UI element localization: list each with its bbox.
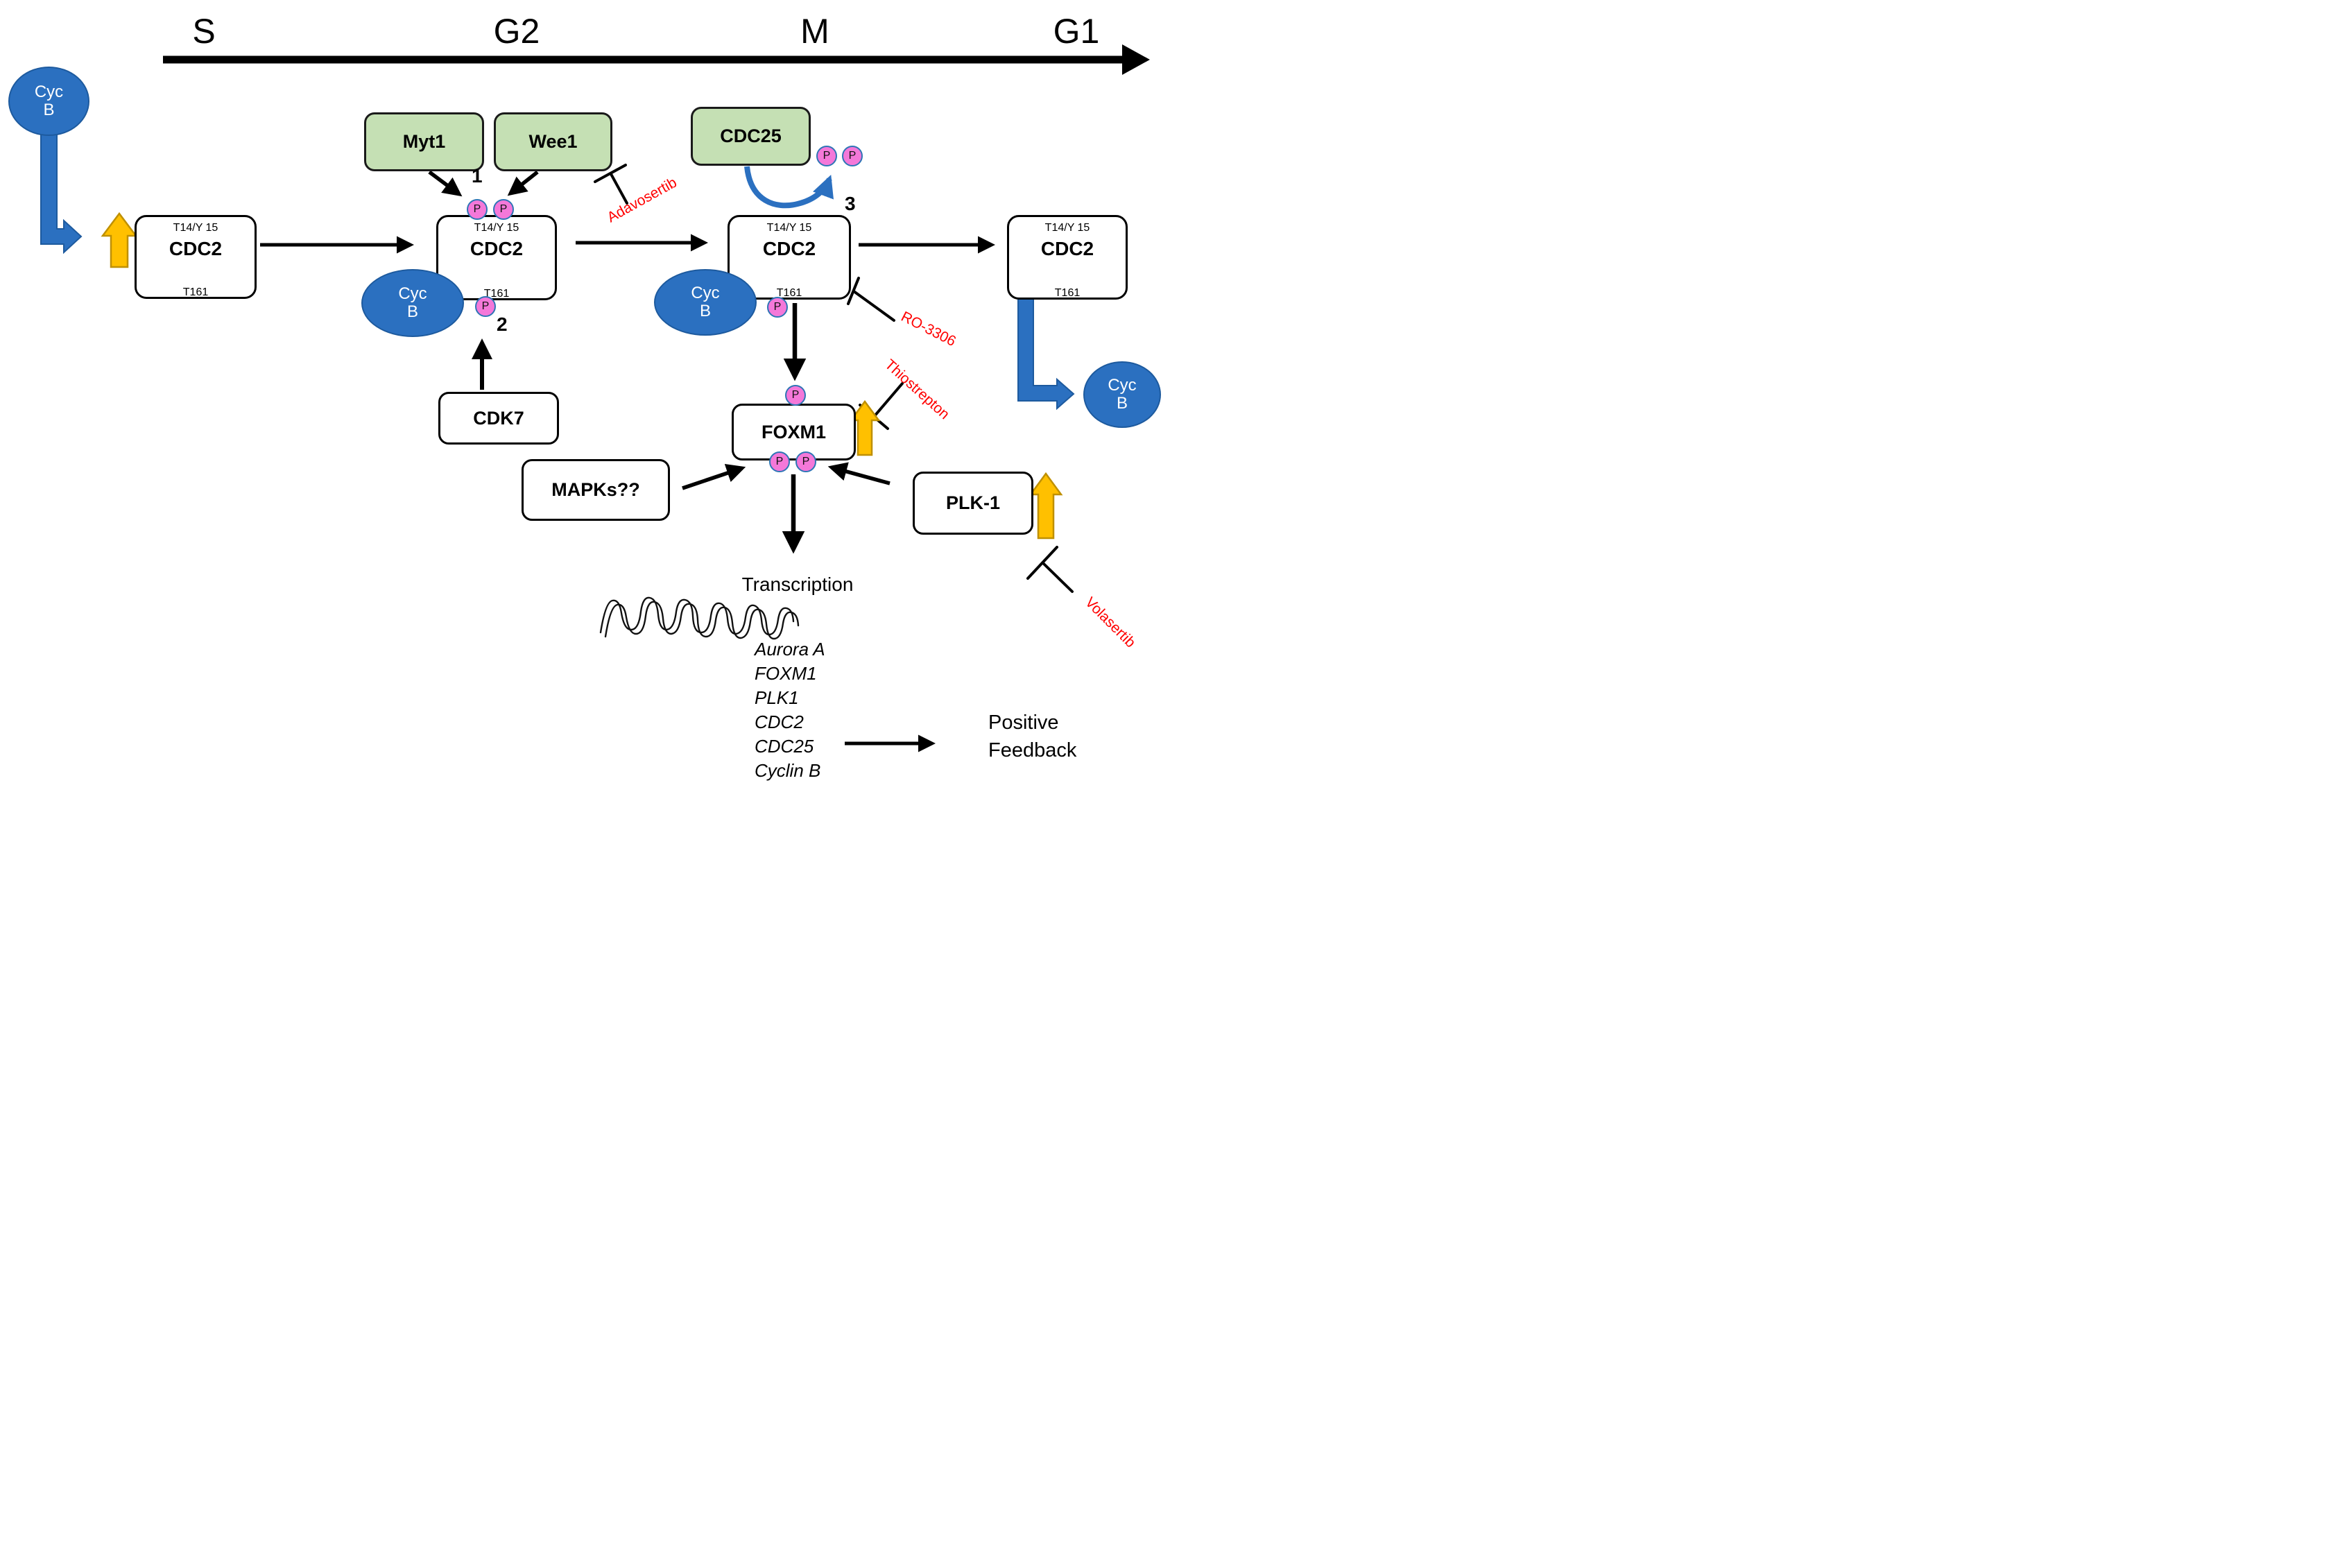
phase-label-g1: G1: [1053, 12, 1100, 51]
gene-item-foxm1: FOXM1: [755, 663, 817, 684]
phospho-circle-released-1: P: [816, 146, 837, 166]
cyclin-b-label: Cyc: [34, 83, 64, 101]
plk1-box: PLK-1: [913, 472, 1033, 535]
cdc2-box-g1-phase: T14/Y 15 CDC2 T161: [1007, 215, 1128, 300]
arrow-cdc25-curve: [744, 166, 834, 209]
phospho-circle-y15: P: [493, 199, 514, 220]
plk1-label: PLK-1: [945, 492, 1000, 513]
tbar-adavosertib: [594, 164, 628, 205]
positive-feedback-line1: Positive: [988, 712, 1059, 734]
positive-feedback-label: Positive Feedback: [988, 709, 1141, 764]
cdc2-site-t14y15: T14/Y 15: [1044, 222, 1090, 234]
cdc2-name: CDC2: [470, 238, 524, 259]
transcription-label: Transcription: [741, 574, 854, 595]
cdc2-site-t161: T161: [182, 286, 209, 298]
phospho-circle-foxm1-top: P: [785, 385, 806, 406]
myt1-box: Myt1: [364, 112, 484, 171]
positive-feedback-line2: Feedback: [988, 739, 1077, 761]
cdc2-name: CDC2: [169, 238, 223, 259]
phospho-circle-t161-g2: P: [475, 296, 496, 317]
cyclin-b-label: Cyc: [1108, 376, 1137, 395]
step-number-3: 3: [845, 193, 856, 214]
cdc25-box: CDC25: [691, 107, 811, 166]
up-arrow-plk1-level: [1029, 472, 1063, 540]
arrow-cycb-release: [1017, 298, 1075, 411]
gene-item-plk1: PLK1: [755, 687, 799, 708]
cdc2-site-t161: T161: [776, 287, 802, 299]
phospho-circle-t161-m: P: [767, 297, 788, 318]
cdc2-site-t14y15: T14/Y 15: [766, 222, 812, 234]
cdc25-label: CDC25: [720, 126, 782, 146]
cyclin-b-label: B: [699, 302, 711, 320]
tbar-volasertib: [1026, 546, 1074, 593]
cyclin-b-label: B: [43, 101, 55, 119]
cyclin-b-label: Cyc: [691, 284, 720, 302]
cdc2-site-t14y15: T14/Y 15: [474, 222, 519, 234]
cell-cycle-diagram: S G2 M G1 Cyc B Cyc B Cyc B Cyc B T14/Y …: [0, 0, 1175, 784]
arrow-cycb-binds-cdc2: [40, 133, 83, 255]
myt1-label: Myt1: [402, 131, 446, 152]
mapks-box: MAPKs??: [522, 459, 670, 521]
cyclin-b-g2: Cyc B: [361, 269, 464, 337]
gene-item-cdc2: CDC2: [755, 712, 804, 732]
arrow-wee1-to-p: [507, 170, 539, 196]
phospho-circle-foxm1-bottom-2: P: [795, 451, 816, 472]
wee1-label: Wee1: [528, 131, 578, 152]
cyclin-b-released: Cyc B: [1083, 361, 1161, 428]
cyclin-b-top-left: Cyc B: [8, 67, 89, 136]
step-number-1: 1: [472, 165, 483, 187]
foxm1-label: FOXM1: [761, 421, 826, 442]
cdk7-label: CDK7: [473, 407, 524, 429]
phospho-circle-t14: P: [467, 199, 488, 220]
arrow-myt1-to-p: [428, 170, 463, 197]
connector-layer: [40, 44, 1150, 752]
phospho-circle-released-2: P: [842, 146, 863, 166]
cdc2-box-s-phase: T14/Y 15 CDC2 T161: [135, 215, 257, 299]
cdc2-name: CDC2: [762, 238, 816, 259]
dna-squiggle: [599, 596, 800, 640]
phospho-circle-foxm1-bottom-1: P: [769, 451, 790, 472]
gene-item-aurora-a: Aurora A: [755, 639, 825, 660]
cdk7-box: CDK7: [438, 392, 559, 445]
cdc2-name: CDC2: [1040, 238, 1094, 259]
timeline-arrow: [163, 44, 1150, 75]
mapks-label: MAPKs??: [551, 479, 640, 500]
cyclin-b-m: Cyc B: [654, 269, 757, 336]
cdc2-site-t161: T161: [1054, 287, 1081, 299]
cdc2-box-g2-phase: T14/Y 15 CDC2 T161: [436, 215, 557, 300]
phase-label-s: S: [192, 12, 216, 51]
phase-label-g2: G2: [493, 12, 540, 51]
gene-list: Aurora A FOXM1 PLK1 CDC2 CDC25 Cyclin B: [755, 637, 825, 783]
phase-label-m: M: [800, 12, 829, 51]
cyclin-b-label: B: [1116, 394, 1128, 413]
cyclin-b-label: B: [406, 302, 418, 321]
gene-item-cyclin-b: Cyclin B: [755, 760, 821, 781]
wee1-box: Wee1: [494, 112, 612, 171]
step-number-2: 2: [497, 313, 508, 335]
cdc2-site-t14y15: T14/Y 15: [173, 222, 218, 234]
tbar-ro3306: [847, 277, 895, 322]
cyclin-b-label: Cyc: [398, 284, 427, 303]
arrow-plk1-to-foxm1: [827, 462, 890, 485]
foxm1-box: FOXM1: [732, 404, 856, 460]
up-arrow-cdc2-level: [101, 212, 138, 268]
gene-item-cdc25: CDC25: [755, 736, 814, 757]
arrow-mapks-to-foxm1: [682, 464, 746, 490]
